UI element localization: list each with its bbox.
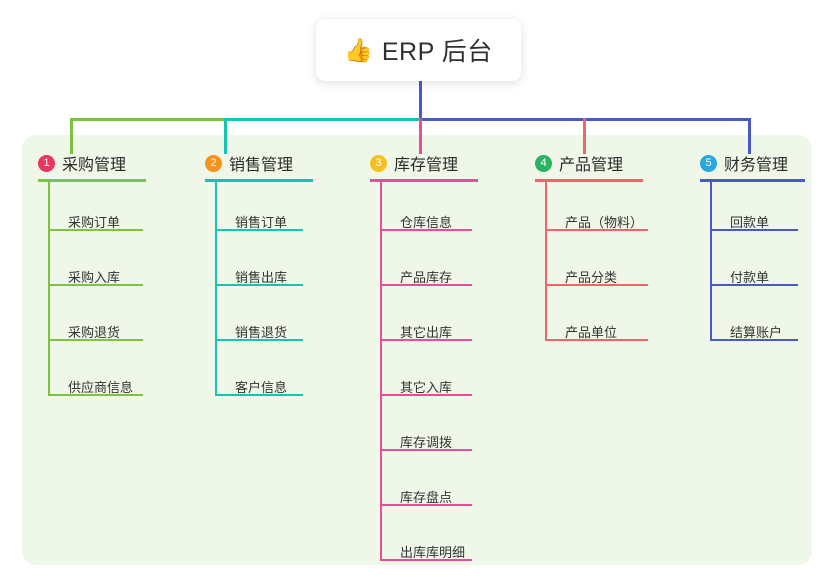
branch-header-库存管理[interactable]: 3 库存管理 <box>370 150 458 176</box>
branch-column-采购管理: 1 采购管理 <box>38 150 126 176</box>
branch-badge-1: 1 <box>38 154 55 172</box>
branch-item-label: 其它入库 <box>400 380 453 395</box>
branch-item-label: 其它出库 <box>400 325 453 340</box>
branch-item-label: 仓库信息 <box>400 215 453 230</box>
branch-item-rule <box>380 559 472 561</box>
branch-item-rule <box>380 339 472 341</box>
branch-header-rule-2 <box>205 179 313 182</box>
branch-item-label: 产品单位 <box>565 325 618 340</box>
branch-item-label: 客户信息 <box>235 380 288 395</box>
branch-item-rule <box>380 394 472 396</box>
branch-item-label: 采购退货 <box>68 325 121 340</box>
branch-column-销售管理: 2 销售管理 <box>205 150 293 176</box>
diagram-background-panel <box>22 135 812 565</box>
branch-item-rule <box>545 339 648 341</box>
connector-drop-5 <box>748 118 751 154</box>
branch-item-label: 产品库存 <box>400 270 453 285</box>
connector-drop-1 <box>70 118 73 154</box>
connector-drop-2 <box>224 118 227 154</box>
branch-item-rule <box>710 284 798 286</box>
branch-item-label: 销售出库 <box>235 270 288 285</box>
branch-spine-5 <box>710 182 712 341</box>
branch-badge-4: 4 <box>535 154 552 172</box>
branch-item-rule <box>380 229 472 231</box>
branch-item-label: 结算账户 <box>730 325 783 340</box>
branch-item-rule <box>215 284 303 286</box>
branch-spine-2 <box>215 182 217 396</box>
thumbs-up-icon: 👍 <box>344 36 373 63</box>
branch-spine-4 <box>545 182 547 341</box>
branch-title-label: 销售管理 <box>229 157 294 174</box>
branch-item-rule <box>215 229 303 231</box>
branch-item-rule <box>545 229 648 231</box>
branch-header-财务管理[interactable]: 5 财务管理 <box>700 150 788 176</box>
connector-drop-3 <box>419 118 422 154</box>
connector-root-stem <box>419 81 422 121</box>
branch-item-label: 库存调拨 <box>400 435 453 450</box>
branch-item-label: 付款单 <box>730 270 770 285</box>
branch-item-label: 库存盘点 <box>400 490 453 505</box>
branch-item-label: 出库库明细 <box>400 545 466 560</box>
branch-item-rule <box>215 339 303 341</box>
branch-item-rule <box>48 284 143 286</box>
branch-item-label: 销售退货 <box>235 325 288 340</box>
branch-item-label: 采购订单 <box>68 215 121 230</box>
branch-title-label: 库存管理 <box>394 157 459 174</box>
branch-title-label: 产品管理 <box>559 157 624 174</box>
branch-item-rule <box>48 394 143 396</box>
branch-header-销售管理[interactable]: 2 销售管理 <box>205 150 293 176</box>
connector-drop-4 <box>583 118 586 154</box>
root-node-erp-backend[interactable]: 👍 ERP 后台 <box>316 19 521 81</box>
branch-item-label: 产品分类 <box>565 270 618 285</box>
branch-item-rule <box>215 394 303 396</box>
branch-item-rule <box>380 449 472 451</box>
branch-header-采购管理[interactable]: 1 采购管理 <box>38 150 126 176</box>
branch-spine-1 <box>48 182 50 396</box>
branch-column-财务管理: 5 财务管理 <box>700 150 788 176</box>
branch-title-label: 财务管理 <box>724 157 789 174</box>
branch-item-label: 产品（物料） <box>565 215 644 230</box>
branch-item-label: 采购入库 <box>68 270 121 285</box>
branch-badge-2: 2 <box>205 154 222 172</box>
branch-title-label: 采购管理 <box>62 157 127 174</box>
branch-item-rule <box>545 284 648 286</box>
branch-column-产品管理: 4 产品管理 <box>535 150 623 176</box>
branch-item-rule <box>380 504 472 506</box>
root-node-title: ERP 后台 <box>381 38 493 66</box>
branch-header-rule-4 <box>535 179 643 182</box>
branch-header-产品管理[interactable]: 4 产品管理 <box>535 150 623 176</box>
branch-header-rule-5 <box>700 179 805 182</box>
branch-item-rule <box>380 284 472 286</box>
branch-item-rule <box>48 229 143 231</box>
branch-item-rule <box>710 339 798 341</box>
branch-item-label: 销售订单 <box>235 215 288 230</box>
branch-column-库存管理: 3 库存管理 <box>370 150 458 176</box>
connector-bus-green <box>70 118 224 121</box>
branch-badge-3: 3 <box>370 154 387 172</box>
connector-bus-teal <box>224 118 419 121</box>
branch-item-rule <box>710 229 798 231</box>
branch-header-rule-1 <box>38 179 146 182</box>
branch-spine-3 <box>380 182 382 561</box>
branch-item-rule <box>48 339 143 341</box>
branch-item-label: 供应商信息 <box>68 380 134 395</box>
branch-header-rule-3 <box>370 179 478 182</box>
branch-item-label: 回款单 <box>730 215 770 230</box>
branch-badge-5: 5 <box>700 154 717 172</box>
